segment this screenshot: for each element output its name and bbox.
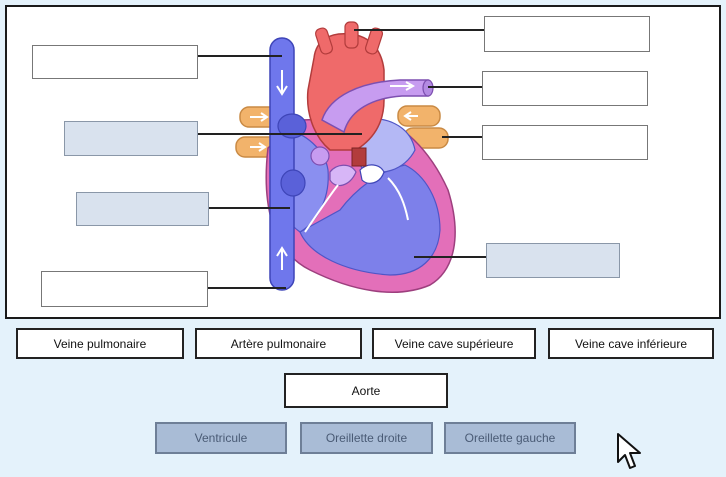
- drop-slot-mid-left-1[interactable]: [64, 121, 198, 156]
- label-chip-veine-pulmonaire[interactable]: Veine pulmonaire: [16, 328, 184, 359]
- valves: [310, 146, 385, 187]
- label-chip-oreillette-gauche[interactable]: Oreillette gauche: [444, 422, 576, 454]
- mouse-pointer-icon: [617, 433, 641, 469]
- vena-cava: [269, 37, 295, 291]
- drop-slot-top-right[interactable]: [484, 16, 650, 52]
- label-chip-oreillette-droite[interactable]: Oreillette droite: [300, 422, 433, 454]
- label-chip-aorte[interactable]: Aorte: [284, 373, 448, 408]
- label-chip-ventricule[interactable]: Ventricule: [155, 422, 287, 454]
- heart-diagram: [197, 21, 486, 293]
- label-chip-veine-cave-inferieure[interactable]: Veine cave inférieure: [548, 328, 714, 359]
- label-chip-veine-cave-superieure[interactable]: Veine cave supérieure: [372, 328, 536, 359]
- label-chip-artere-pulmonaire[interactable]: Artère pulmonaire: [195, 328, 362, 359]
- drop-slot-bottom-left[interactable]: [41, 271, 208, 307]
- leader-lines: [197, 29, 486, 289]
- drop-slot-bottom-right[interactable]: [486, 243, 620, 278]
- drop-slot-mid-right-2[interactable]: [482, 125, 648, 160]
- drop-slot-top-left[interactable]: [32, 45, 198, 79]
- flow-arrows: [250, 70, 418, 270]
- drop-slot-mid-left-2[interactable]: [76, 192, 209, 226]
- drop-slot-mid-right-1[interactable]: [482, 71, 648, 106]
